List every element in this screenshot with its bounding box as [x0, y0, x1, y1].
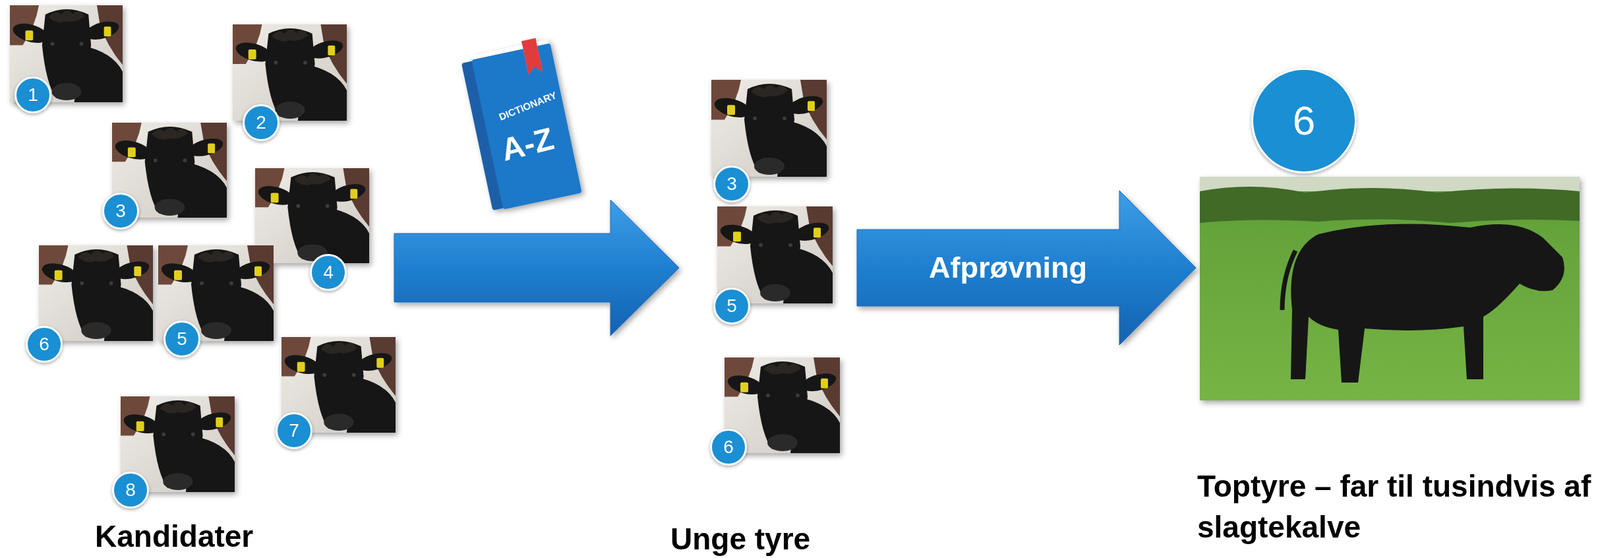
- arrow-label: Afprøvning: [928, 250, 1088, 285]
- callout-number-circle: 6: [710, 428, 747, 466]
- callout-number-circle: 1: [14, 76, 52, 114]
- callout-number: 1: [27, 85, 39, 105]
- stage-heading: Unge tyre: [670, 518, 869, 558]
- callout-number: 6: [1292, 100, 1316, 142]
- callout-number: 3: [726, 174, 738, 194]
- block-arrow: [857, 190, 1196, 345]
- block-arrow: [394, 199, 680, 336]
- stage-heading: Toptyre – far til tusindvis af slagtekal…: [1197, 465, 1593, 548]
- callout-number: 2: [255, 113, 267, 132]
- callout-number: 6: [38, 334, 50, 354]
- stage-group: Toptyre – far til tusindvis af slagtekal…: [1195, 59, 1592, 558]
- callout-number: 3: [115, 201, 126, 221]
- callout-number: 5: [726, 296, 738, 316]
- callout-number-circle: 7: [275, 412, 313, 449]
- callout-number-circle: 2: [242, 104, 280, 142]
- stage-group: Kandidater 1 2 3 4 5 6 7 8: [0, 0, 395, 558]
- callout-number-circle: 6: [1251, 67, 1357, 174]
- callout-number-circle: 4: [309, 253, 347, 291]
- callout-number-circle: 6: [25, 325, 63, 363]
- callout-number-circle: 3: [713, 165, 751, 203]
- top-bull-photo: [1199, 176, 1580, 401]
- callout-number-circle: 5: [163, 320, 201, 358]
- callout-number-circle: 5: [713, 287, 751, 325]
- callout-number-circle: 8: [112, 471, 149, 509]
- callout-number: 8: [125, 480, 136, 500]
- stage-group: Unge tyre356: [679, 65, 858, 558]
- callout-number: 7: [288, 421, 300, 440]
- callout-number: 4: [323, 263, 334, 282]
- callout-number: 6: [723, 437, 734, 457]
- candidate-photos: [9, 5, 396, 492]
- callout-number-circle: 3: [102, 192, 140, 230]
- stage-heading: Kandidater: [94, 515, 306, 557]
- young-bull-photos: [711, 79, 840, 453]
- callout-number: 5: [176, 329, 188, 349]
